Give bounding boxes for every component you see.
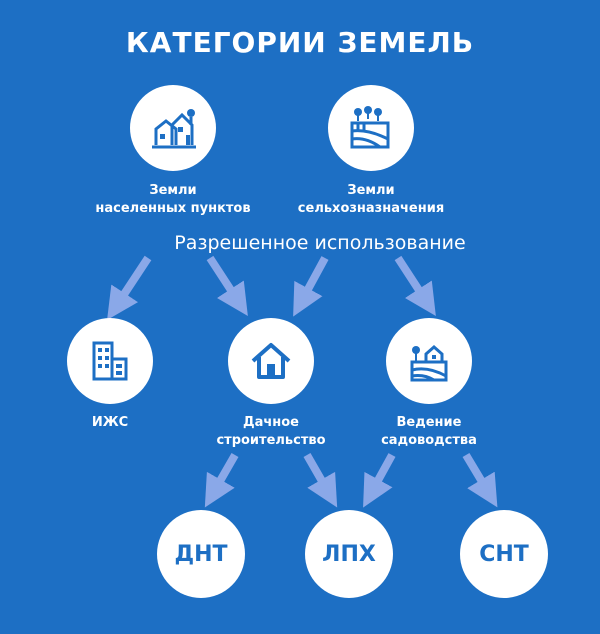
garden-plot-icon	[410, 345, 448, 382]
category-node-agricultural	[328, 85, 414, 171]
type-label-dnt: ДНТ	[174, 541, 228, 567]
type-node-snt: СНТ	[460, 510, 548, 598]
type-label-lph: ЛПХ	[322, 541, 376, 567]
arrow-agri-to-garden	[394, 255, 436, 317]
category-node-settlements	[130, 85, 216, 171]
permitted-use-heading: Разрешенное использование	[174, 232, 466, 254]
use-node-garden	[386, 318, 472, 404]
village-icon	[152, 109, 196, 149]
house-icon	[251, 343, 291, 379]
use-label-garden: Ведение садоводства	[381, 415, 477, 448]
type-node-dnt: ДНТ	[157, 510, 245, 598]
type-node-lph: ЛПХ	[305, 510, 393, 598]
arrow-dacha-to-dnt	[204, 453, 239, 508]
use-node-izhs	[67, 318, 153, 404]
arrow-settlements-to-dacha	[206, 255, 248, 317]
arrow-garden-to-snt	[462, 452, 498, 508]
farmland-icon	[350, 106, 390, 149]
category-label-settlements: Земли населенных пунктов	[95, 183, 251, 216]
arrow-dacha-to-lph	[303, 453, 338, 508]
arrow-settlements-to-izhs	[107, 255, 152, 321]
arrow-agri-to-dacha	[293, 256, 329, 317]
apartment-building-icon	[92, 341, 128, 381]
use-node-dacha	[228, 318, 314, 404]
use-label-dacha: Дачное строительство	[216, 415, 326, 448]
arrow-garden-to-lph	[363, 453, 396, 508]
type-label-snt: СНТ	[479, 541, 529, 567]
use-label-izhs: ИЖС	[91, 415, 129, 430]
diagram-title: КАТЕГОРИИ ЗЕМЕЛЬ	[125, 26, 475, 59]
category-label-agricultural: Земли сельхозназначения	[297, 183, 445, 216]
